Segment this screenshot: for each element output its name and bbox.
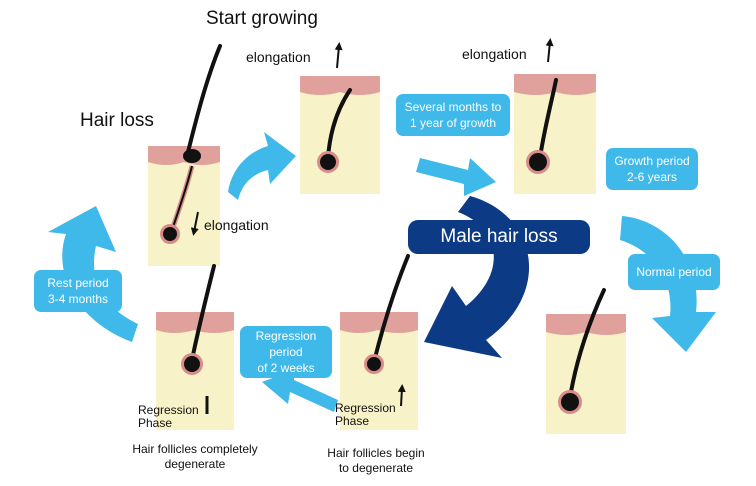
follicle-panel-growth — [514, 74, 596, 194]
elongation-arrow-up-right — [545, 38, 554, 63]
arrow-to-growth — [416, 158, 496, 196]
caption-completely-degenerate: Hair follicles completely degenerate — [132, 442, 258, 471]
follicle-panel-normal — [546, 288, 626, 434]
label-elongation-top-right: elongation — [462, 46, 527, 62]
follicle-panel-hair-loss — [148, 44, 222, 266]
arrow-hairloss-to-start — [228, 132, 296, 200]
bubble-rest-period: Rest period 3-4 months — [34, 270, 122, 312]
bubble-growth-period: Growth period 2-6 years — [606, 148, 698, 190]
label-elongation-top-left: elongation — [246, 49, 311, 65]
label-hair-loss: Hair loss — [80, 110, 154, 131]
elongation-arrow-up-left — [334, 42, 343, 69]
bubble-regression-period: Regression period of 2 weeks — [240, 326, 332, 378]
bubble-several-months-growth: Several months to 1 year of growth — [396, 94, 510, 136]
label-start-growing: Start growing — [206, 8, 318, 29]
caption-begin-degenerate: Hair follicles begin to degenerate — [327, 446, 425, 475]
bubble-male-hair-loss: Male hair loss — [408, 220, 590, 254]
label-regression-phase-left: Regression Phase — [138, 403, 199, 430]
label-regression-phase-right: Regression Phase — [335, 401, 396, 428]
follicle-panel-begin-degenerate — [340, 254, 418, 430]
follicle-panel-start-growing — [300, 76, 380, 194]
bubble-normal-period: Normal period — [628, 254, 720, 290]
label-elongation-lower: elongation — [204, 217, 269, 233]
arrow-to-regression — [262, 370, 338, 412]
follicle-panel-complete-degenerate — [156, 264, 234, 430]
elongation-arrow-down — [190, 211, 199, 236]
regression-arrow-up — [397, 384, 406, 407]
